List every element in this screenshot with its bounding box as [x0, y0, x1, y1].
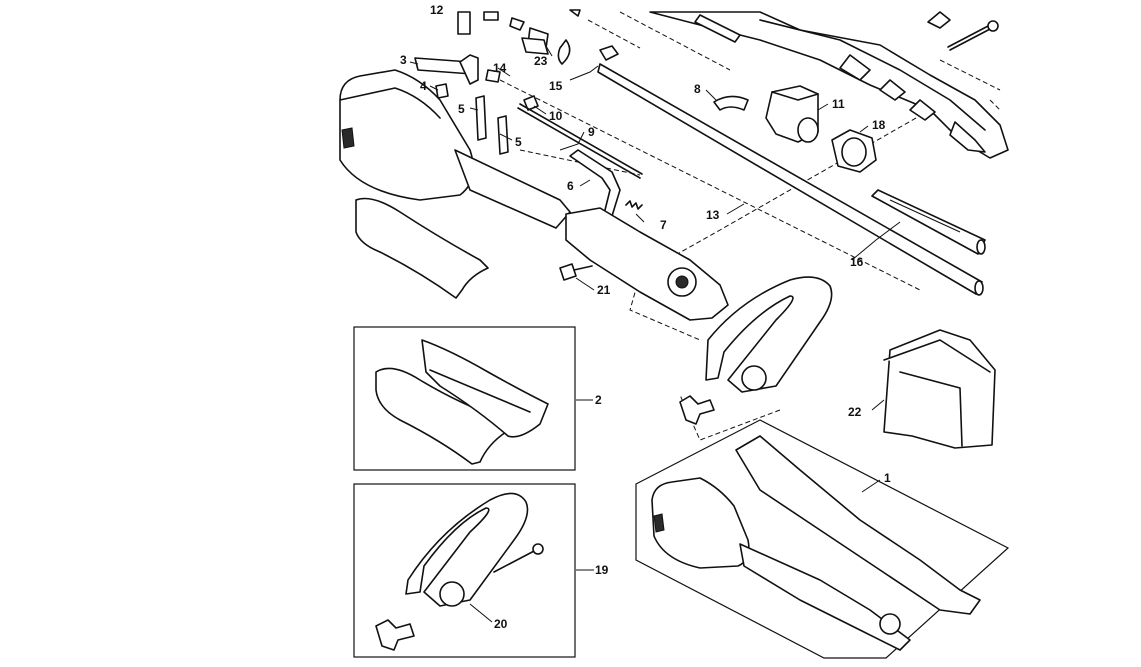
label-part-2: 2 [595, 393, 602, 407]
part-22-guard [883, 329, 996, 449]
label-part-5b: 5 [515, 135, 522, 149]
part-15-cap [599, 45, 619, 61]
motor-housing [339, 69, 571, 229]
label-part-23: 23 [534, 54, 548, 68]
part-4-small-piece [435, 83, 449, 99]
label-part-20: 20 [494, 617, 508, 631]
box-part-2 [353, 326, 576, 471]
part-3-clip [414, 54, 501, 85]
label-part-1: 1 [884, 471, 891, 485]
label-part-19: 19 [595, 563, 609, 577]
label-part-21: 21 [597, 283, 611, 297]
loop-handle [679, 276, 833, 425]
part-13-tube [597, 63, 984, 296]
part-6-lever [569, 149, 621, 217]
part-16-shaft [871, 189, 986, 255]
part-18-nut [831, 129, 877, 173]
box-part-19 [353, 483, 576, 658]
box-part-1 [635, 419, 1010, 659]
long-screw-top [947, 20, 999, 51]
label-part-6: 6 [567, 179, 574, 193]
label-part-5a: 5 [458, 102, 465, 116]
label-part-22: 22 [848, 405, 862, 419]
label-part-9: 9 [588, 125, 595, 139]
upper-housing-part [649, 11, 1009, 159]
label-part-12: 12 [430, 3, 444, 17]
label-part-18: 18 [872, 118, 886, 132]
grip-sleeve [355, 197, 489, 299]
label-part-10: 10 [549, 109, 563, 123]
label-part-11: 11 [832, 97, 845, 111]
callout-leaders [409, 45, 901, 623]
shaft-housing [565, 207, 729, 321]
label-part-7: 7 [660, 218, 667, 232]
part-21-screw [559, 263, 593, 281]
assembly-guide-lines [499, 11, 1001, 441]
part-5-strips [475, 95, 509, 155]
label-part-8: 8 [694, 82, 701, 96]
part-8-clip [713, 95, 749, 111]
callout-labels: 12 3 4 5 5 6 7 8 9 10 11 13 14 15 16 18 … [400, 3, 891, 631]
part-11-coupling [765, 85, 819, 143]
label-part-3: 3 [400, 53, 407, 67]
label-part-4: 4 [420, 79, 427, 93]
label-part-15: 15 [549, 79, 563, 93]
label-part-14: 14 [493, 61, 507, 75]
label-part-13: 13 [706, 208, 720, 222]
top-left-small-parts [457, 9, 581, 65]
label-part-16: 16 [850, 255, 864, 269]
part-23-connector [521, 37, 549, 55]
part-7-spring [625, 200, 643, 210]
